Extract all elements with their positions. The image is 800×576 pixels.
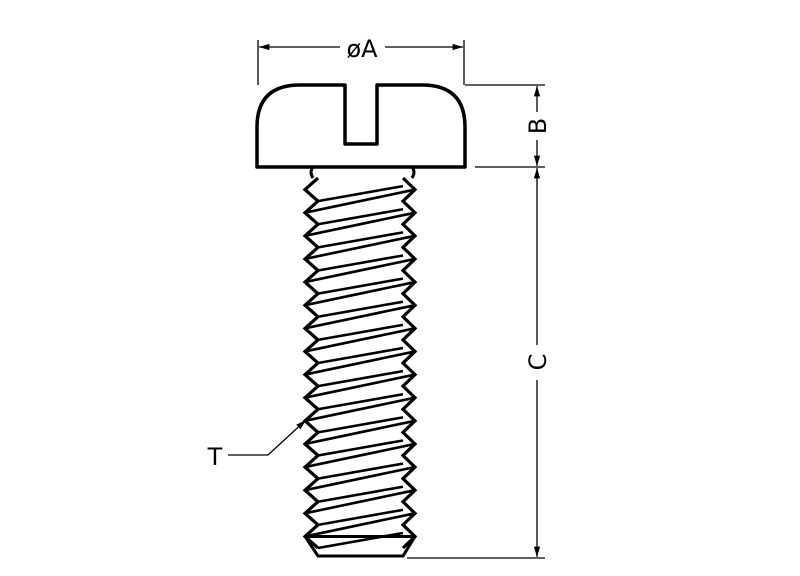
thread-helix-line <box>317 207 404 226</box>
thread-helix-line <box>317 369 404 388</box>
thread-helix-line <box>304 488 416 515</box>
thread-helix-line <box>317 416 404 434</box>
thread-helix-line <box>304 373 416 399</box>
thread-body <box>302 176 418 558</box>
label-diameter-a: øA <box>346 35 378 63</box>
screw-tip-chamfer <box>303 534 417 558</box>
screw-head <box>255 83 467 169</box>
dimension-b <box>465 84 545 168</box>
screw-neck <box>309 166 416 179</box>
thread-helix-line <box>304 257 416 284</box>
thread-helix-line <box>317 277 404 295</box>
thread-helix-line <box>317 485 404 504</box>
thread-helix-line <box>317 439 404 457</box>
thread-helix-line <box>317 254 404 272</box>
thread-helix-line <box>304 188 416 214</box>
thread-profile-right <box>400 176 418 550</box>
thread-helix-line <box>304 350 416 376</box>
thread-helix-line <box>317 184 404 203</box>
label-length-c: C <box>524 354 552 371</box>
thread-helix-line <box>317 300 404 319</box>
thread-helix-line <box>317 346 404 365</box>
thread-helix-line <box>304 512 416 538</box>
thread-helix-line <box>317 231 404 249</box>
thread-helix-line <box>304 327 416 353</box>
thread-helix-line <box>304 280 416 307</box>
thread-helix-line <box>304 419 416 446</box>
dimension-a <box>257 40 465 85</box>
thread-leader <box>228 419 307 456</box>
thread-helix-line <box>317 392 404 411</box>
thread-helix-line <box>317 462 404 480</box>
thread-helix-line <box>304 303 416 330</box>
thread-helix-line <box>304 234 416 261</box>
thread-helix-line <box>304 396 416 423</box>
dimension-c <box>407 168 545 559</box>
thread-helix-line <box>317 323 404 342</box>
label-height-b: B <box>524 118 552 134</box>
thread-helix-line <box>304 211 416 238</box>
thread-helix-line <box>304 442 416 469</box>
thread-helix-line <box>317 508 404 527</box>
thread-helix-line <box>304 465 416 492</box>
label-thread-t: T <box>207 443 223 471</box>
